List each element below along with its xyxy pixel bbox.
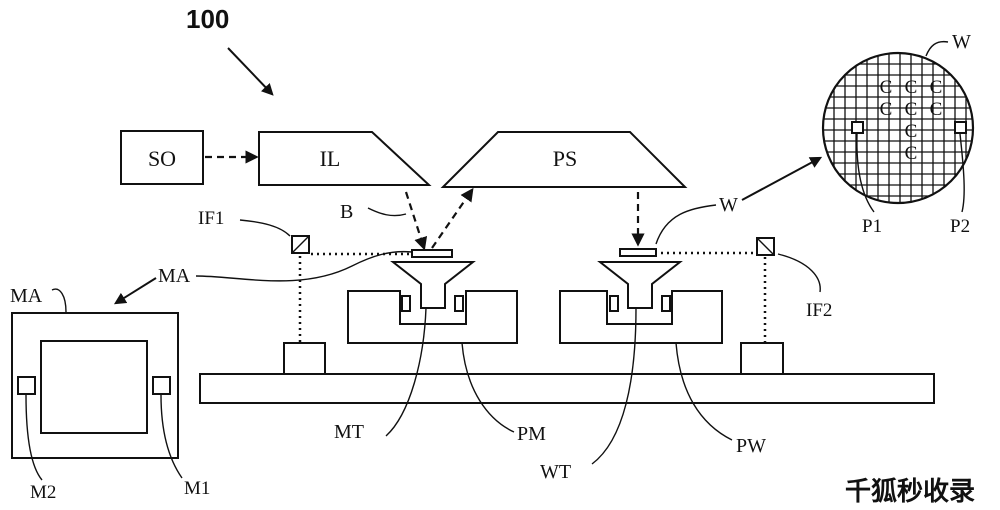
die: C xyxy=(880,77,893,98)
die: C xyxy=(905,99,918,120)
if2-splitter-diagonal xyxy=(756,237,775,256)
die: C xyxy=(905,121,918,142)
if2-leader xyxy=(777,253,821,293)
mask-table-label: MT xyxy=(334,421,364,443)
figure-ref-number: 100 xyxy=(186,4,229,34)
wafer-plate xyxy=(619,248,657,257)
illuminator-label: IL xyxy=(320,146,341,171)
mask-positioner-pad-left xyxy=(401,295,411,312)
wafer-callout-leader xyxy=(655,204,717,245)
if1-leader xyxy=(239,219,291,237)
mark-m2-box xyxy=(17,376,36,395)
if2-base-block xyxy=(740,342,784,375)
source-block xyxy=(120,130,204,185)
wafer-outline xyxy=(821,51,975,205)
beam-leader xyxy=(367,207,407,217)
wafer-detail-arrow xyxy=(741,156,823,201)
if1-label: IF1 xyxy=(198,208,224,229)
mask-plate xyxy=(411,249,453,258)
beam-up-arrow xyxy=(431,187,474,249)
die: C xyxy=(880,99,893,120)
watermark-text: 千狐秒收录 xyxy=(845,477,975,507)
wafer-table xyxy=(597,261,683,309)
projection-label: PS xyxy=(553,146,577,171)
wafer-positioner-pad-right xyxy=(661,295,671,312)
mask-callout-leader xyxy=(195,250,413,282)
m2-leader xyxy=(25,394,43,481)
die-row-2: C C C xyxy=(880,99,943,120)
mark-p1-label: P1 xyxy=(862,216,882,237)
die-row-1: C C C xyxy=(880,77,943,98)
die: C xyxy=(930,99,943,120)
mark-p2-label: P2 xyxy=(950,216,970,237)
die: C xyxy=(905,77,918,98)
die: C xyxy=(930,77,943,98)
mask-detail-label: MA xyxy=(10,285,43,307)
mark-m2-label: M2 xyxy=(30,482,56,503)
mark-m1-label: M1 xyxy=(184,478,210,499)
mask-positioner xyxy=(347,290,518,344)
wafer-table-label: WT xyxy=(540,461,571,483)
mark-p2-box xyxy=(954,121,967,134)
m1-leader xyxy=(160,394,183,479)
pw-leader xyxy=(675,342,733,441)
p2-leader xyxy=(959,133,965,213)
mask-callout-label: MA xyxy=(158,265,191,287)
if1-base-block xyxy=(283,342,326,375)
mask-detail-leader xyxy=(51,288,67,313)
if1-splitter-diagonal xyxy=(291,235,310,254)
base-frame xyxy=(199,373,935,404)
pm-leader xyxy=(461,342,515,433)
mask-positioner-pad-right xyxy=(454,295,464,312)
if2-label: IF2 xyxy=(806,300,832,321)
mask-detail-arrow xyxy=(113,277,157,305)
mask-detail-pattern-area xyxy=(40,340,148,434)
beam-down-arrow xyxy=(404,191,428,251)
wt-leader xyxy=(591,307,637,465)
p1-leader xyxy=(856,133,875,213)
wafer-detail-label: W xyxy=(952,31,971,53)
die: C xyxy=(905,143,918,164)
mask-positioner-label: PM xyxy=(517,423,546,445)
mark-p1-box xyxy=(851,121,864,134)
wafer-positioner-label: PW xyxy=(736,435,766,457)
ref-arrow xyxy=(227,47,274,96)
wafer-positioner xyxy=(559,290,723,344)
mt-leader xyxy=(385,307,427,437)
wafer-detail-leader xyxy=(925,40,949,57)
projection-system-block xyxy=(440,131,688,188)
mark-m1-box xyxy=(152,376,171,395)
source-label: SO xyxy=(148,146,176,171)
illuminator-block xyxy=(258,131,432,186)
mask-table xyxy=(390,261,476,309)
wafer-positioner-pad-left xyxy=(609,295,619,312)
beam-label: B xyxy=(340,201,353,223)
wafer-callout-label: W xyxy=(719,194,738,216)
